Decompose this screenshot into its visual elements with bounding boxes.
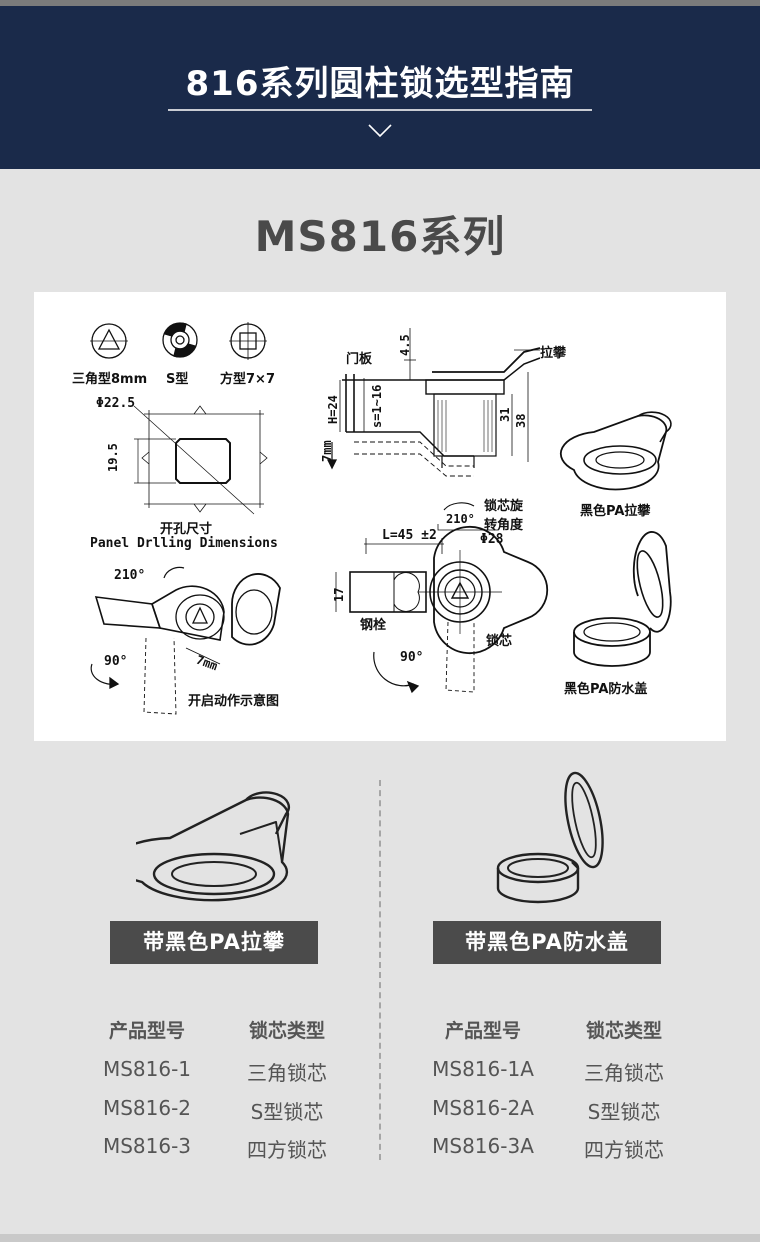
dim-7mm: 7mm [320, 440, 334, 462]
square-core-icon [229, 322, 267, 360]
left-col-core-header: 锁芯类型 [248, 1020, 325, 1042]
left-core-cell: S型锁芯 [250, 1100, 324, 1124]
chevron-down-icon [368, 124, 392, 138]
rotation-label-2: 转角度 [484, 518, 524, 533]
cover-sketch [573, 531, 672, 667]
series-title: MS816系列 [254, 212, 506, 261]
page-title: 816系列圆柱锁选型指南 [185, 64, 575, 104]
left-col-model-header: 产品型号 [108, 1020, 185, 1042]
handle-product-image [136, 791, 291, 902]
right-model-cell: MS816-2A [432, 1096, 534, 1120]
rotation-label-1: 锁芯旋 [484, 499, 524, 514]
page-header: 816系列圆柱锁选型指南 [0, 6, 760, 169]
action-angle-90: 90° [104, 654, 128, 669]
front-angle-90: 90° [400, 650, 424, 665]
door-panel-label: 门板 [346, 352, 373, 367]
right-col-core-header: 锁芯类型 [585, 1020, 662, 1042]
front-view [335, 502, 549, 694]
dim-4-5: 4.5 [398, 334, 412, 356]
length-dim: L=45 ±2 [382, 528, 437, 543]
core-label: 锁芯 [486, 634, 513, 649]
rotation-angle: 210° [446, 512, 475, 526]
cutout-caption-en: Panel Drlling Dimensions [90, 536, 278, 551]
core-label-s: S型 [166, 372, 189, 387]
cover-caption: 黑色PA防水盖 [564, 682, 648, 697]
side-view [326, 328, 541, 477]
action-angle-210: 210° [114, 568, 146, 583]
column-divider [379, 780, 381, 1160]
diameter-dim: Φ28 [480, 532, 504, 547]
left-core-cell: 四方锁芯 [247, 1138, 327, 1162]
title-underline [168, 109, 592, 111]
right-core-cell: 四方锁芯 [584, 1138, 664, 1162]
dim-17: 17 [332, 587, 346, 602]
cutout-height-dim: 19.5 [106, 443, 120, 472]
right-model-cell: MS816-1A [432, 1057, 534, 1081]
handle-sketch [559, 411, 672, 491]
right-model-cell: MS816-3A [432, 1134, 534, 1158]
dim-s: s=1~16 [370, 384, 384, 428]
right-core-cell: S型锁芯 [587, 1100, 661, 1124]
cutout-width-dim: Φ22.5 [96, 396, 136, 411]
core-label-triangle: 三角型8mm [72, 372, 148, 387]
opening-action-view [90, 566, 281, 715]
right-core-cell: 三角锁芯 [584, 1061, 664, 1085]
left-model-cell: MS816-1 [102, 1057, 192, 1081]
triangle-core-icon [90, 323, 128, 359]
right-col-model-header: 产品型号 [444, 1020, 521, 1042]
action-caption: 开启动作示意图 [188, 694, 280, 709]
handle-caption: 黑色PA拉攀 [580, 504, 651, 519]
left-model-cell: MS816-3 [102, 1134, 192, 1158]
left-model-cell: MS816-2 [102, 1096, 192, 1120]
handle-label: 拉攀 [540, 346, 567, 361]
s-core-icon [162, 322, 198, 358]
top-border [0, 0, 760, 6]
dim-31: 31 [498, 407, 512, 422]
cover-product-image [496, 771, 604, 904]
bottom-border [0, 1234, 760, 1242]
cutout-caption-cn: 开孔尺寸 [160, 522, 213, 537]
drawing-lines [90, 322, 672, 715]
cover-tag: 带黑色PA防水盖 [433, 921, 661, 964]
bolt-label: 钢栓 [360, 618, 387, 633]
technical-drawing: 三角型8mm S型 方型7×7 Φ22.5 19.5 开孔尺寸 Panel Dr… [34, 292, 726, 741]
left-core-cell: 三角锁芯 [247, 1061, 327, 1085]
dim-38: 38 [514, 413, 528, 428]
core-label-square: 方型7×7 [220, 372, 275, 387]
dim-h-24: H=24 [326, 395, 340, 424]
handle-tag: 带黑色PA拉攀 [110, 921, 318, 964]
panel-cutout [133, 405, 268, 515]
